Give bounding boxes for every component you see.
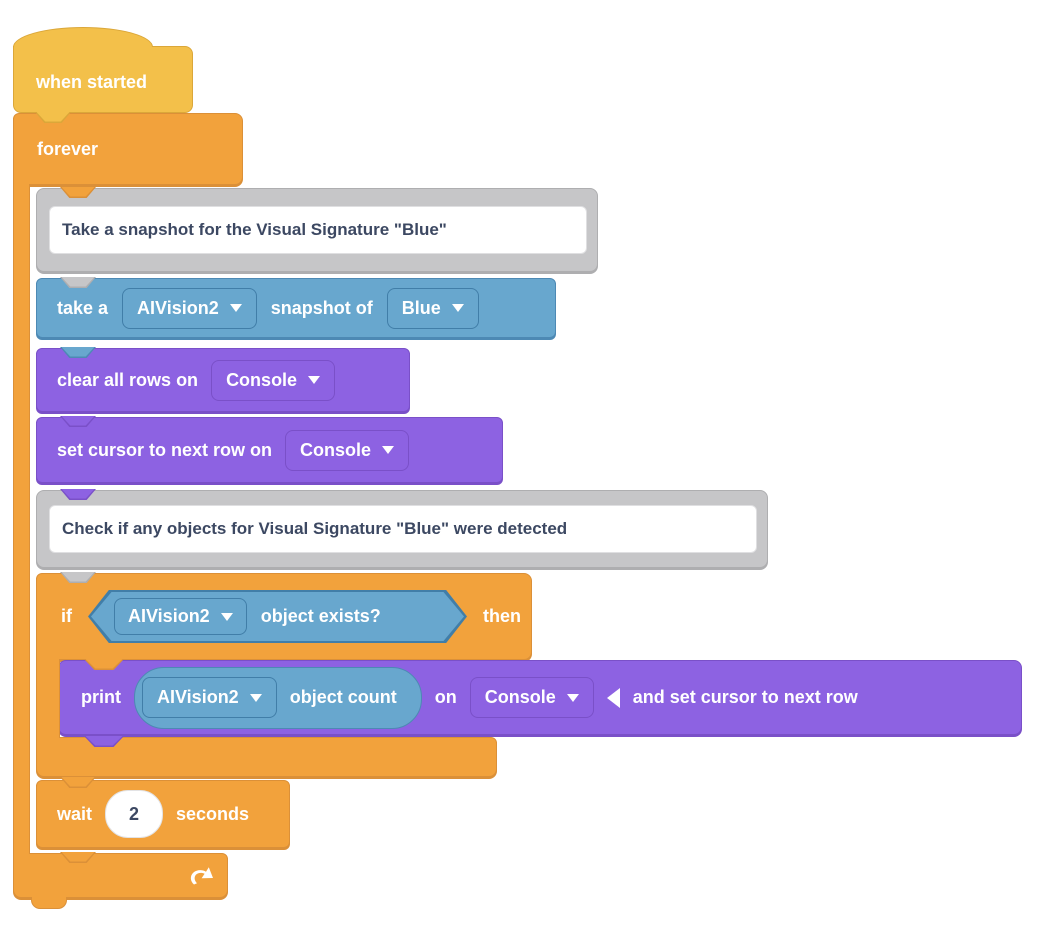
seconds-label: seconds — [176, 803, 250, 824]
wait-seconds-input[interactable]: 2 — [105, 790, 164, 838]
console-dropdown[interactable]: Console — [211, 359, 336, 401]
when-started-label: when started — [36, 72, 148, 92]
comment-connector-tab — [60, 572, 96, 583]
block-set-cursor[interactable]: set cursor to next row on Console — [36, 417, 503, 483]
comment-text: Check if any objects for Visual Signatur… — [62, 519, 568, 538]
condition-hexagon[interactable]: AIVision2 object exists? — [88, 590, 467, 643]
if-left-arm — [36, 659, 60, 738]
signature-dropdown-value: Blue — [401, 297, 441, 318]
object-count-label: object count — [289, 687, 397, 707]
camera-dropdown-value: AIVision2 — [137, 297, 219, 318]
block-when-started[interactable]: when started — [13, 46, 193, 113]
wait-connector-tab — [60, 852, 96, 863]
object-count-reporter[interactable]: AIVision2 object count — [134, 666, 422, 729]
camera-dropdown[interactable]: AIVision2 — [142, 677, 277, 718]
forever-bottom-tab — [31, 897, 67, 909]
take-snapshot-connector-tab — [60, 347, 96, 358]
clear-rows-label: clear all rows on — [57, 369, 199, 390]
then-label: then — [483, 606, 521, 626]
comment-text-box[interactable]: Take a snapshot for the Visual Signature… — [49, 206, 587, 254]
if-label: if — [61, 606, 72, 626]
clear-rows-connector-tab — [60, 416, 96, 427]
chevron-down-icon — [566, 693, 579, 702]
block-print[interactable]: print AIVision2 object count on Console … — [58, 660, 1022, 735]
block-wait[interactable]: wait 2 seconds — [36, 780, 290, 848]
chevron-down-icon — [249, 693, 262, 702]
comment-text-box[interactable]: Check if any objects for Visual Signatur… — [49, 505, 757, 553]
forever-loop-footer — [13, 853, 228, 898]
console-dropdown[interactable]: Console — [285, 429, 410, 471]
forever-left-arm — [13, 184, 30, 854]
console-dropdown-value: Console — [484, 687, 556, 707]
camera-dropdown[interactable]: AIVision2 — [114, 598, 247, 635]
take-a-label: take a — [57, 297, 109, 318]
loop-arrow-icon — [187, 863, 215, 894]
wait-seconds-value: 2 — [129, 803, 140, 824]
block-forever[interactable]: forever — [13, 113, 243, 185]
block-if[interactable]: if AIVision2 object exists? then — [36, 573, 532, 660]
comment-block-check[interactable]: Check if any objects for Visual Signatur… — [36, 490, 768, 568]
on-label: on — [434, 687, 457, 707]
set-cursor-connector-tab — [60, 489, 96, 500]
comment-connector-tab — [60, 277, 96, 288]
block-take-snapshot[interactable]: take a AIVision2 snapshot of Blue — [36, 278, 556, 338]
wait-label: wait — [57, 803, 93, 824]
if-inner-tab — [84, 659, 124, 670]
console-dropdown-value: Console — [300, 439, 372, 460]
console-dropdown-value: Console — [226, 369, 298, 390]
comment-block-snapshot[interactable]: Take a snapshot for the Visual Signature… — [36, 188, 598, 272]
chevron-down-icon — [308, 376, 321, 384]
chevron-down-icon — [382, 446, 395, 454]
comment-text: Take a snapshot for the Visual Signature… — [62, 220, 447, 239]
chevron-down-icon — [451, 304, 464, 312]
block-clear-rows[interactable]: clear all rows on Console — [36, 348, 410, 412]
console-dropdown[interactable]: Console — [469, 677, 594, 718]
if-connector-tab — [60, 777, 96, 788]
camera-dropdown-value: AIVision2 — [128, 606, 210, 626]
hat-connector-tab — [35, 112, 71, 123]
camera-dropdown-value: AIVision2 — [157, 687, 239, 707]
hat-dome — [13, 27, 153, 47]
chevron-down-icon — [229, 304, 242, 312]
forever-label: forever — [37, 138, 99, 159]
chevron-down-icon — [220, 612, 233, 621]
forever-inner-tab — [60, 187, 96, 198]
print-label: print — [81, 687, 121, 707]
set-cursor-label: set cursor to next row on — [57, 439, 273, 460]
object-exists-label: object exists? — [260, 606, 381, 626]
camera-dropdown[interactable]: AIVision2 — [122, 287, 257, 329]
print-connector-tab — [84, 736, 124, 747]
collapse-triangle-icon[interactable] — [606, 687, 620, 708]
snapshot-of-label: snapshot of — [270, 297, 373, 318]
set-cursor-suffix-label: and set cursor to next row — [632, 687, 858, 707]
signature-dropdown[interactable]: Blue — [386, 287, 479, 329]
